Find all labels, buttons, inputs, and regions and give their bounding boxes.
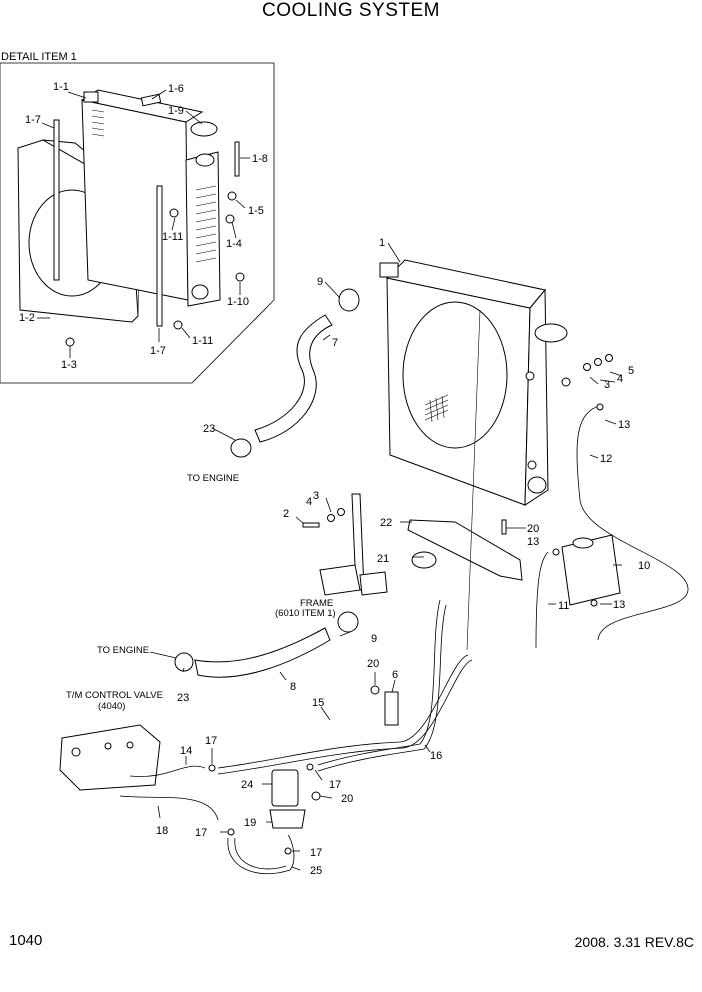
revision-date: 2008. 3.31 REV.8C (574, 934, 694, 950)
callout-19: 19 (244, 817, 256, 829)
page-title: COOLING SYSTEM (261, 0, 441, 21)
callout-12: 12 (600, 453, 612, 465)
detail-label: DETAIL ITEM 1 (1, 51, 77, 63)
callout-8: 8 (290, 681, 296, 693)
note-frame-item: (6010 ITEM 1) (275, 608, 336, 619)
detail-leaders (37, 89, 250, 358)
callout-2: 2 (283, 508, 289, 520)
note-to-engine-upper: TO ENGINE (187, 473, 239, 484)
callout-20-mid: 20 (367, 658, 379, 670)
callout-1-9: 1-9 (168, 105, 184, 117)
detail-radiator-core (80, 89, 204, 301)
callout-3-right: 3 (604, 379, 610, 391)
callout-1-7-lower: 1-7 (150, 345, 166, 357)
callout-5: 5 (628, 365, 634, 377)
callout-17-lower: 17 (310, 847, 322, 859)
callout-1-7-upper: 1-7 (25, 114, 41, 126)
filter-lines (119, 763, 314, 875)
detail-seal-strips (53, 119, 163, 327)
callout-15: 15 (312, 697, 324, 709)
callout-13-mid: 13 (527, 536, 539, 548)
frame-bracket (302, 493, 523, 596)
page-number: 1040 (9, 932, 43, 949)
callout-1-4: 1-4 (226, 238, 242, 250)
callout-4-left: 4 (306, 496, 312, 508)
callout-1-8: 1-8 (252, 153, 268, 165)
upper-hose (230, 288, 360, 458)
tm-control-valve (59, 724, 161, 791)
callout-20-lower: 20 (341, 793, 353, 805)
note-tm-item: (4040) (98, 701, 125, 712)
callout-18: 18 (156, 825, 168, 837)
callout-3-left: 3 (313, 490, 319, 502)
callout-23-upper: 23 (203, 423, 215, 435)
callout-9-upper: 9 (317, 276, 323, 288)
lower-hose (174, 611, 359, 678)
callout-1-5: 1-5 (248, 205, 264, 217)
callout-17-right: 17 (329, 779, 341, 791)
callout-6: 6 (392, 669, 398, 681)
main-leaders (149, 242, 623, 871)
callout-1-11-lower: 1-11 (192, 335, 213, 347)
callout-25: 25 (310, 865, 322, 877)
callout-10: 10 (638, 560, 650, 572)
callout-17-upper: 17 (205, 735, 217, 747)
main-callouts: 1 9 7 23 TO ENGINE 5 4 3 13 12 3 4 2 22 … (66, 237, 650, 877)
detail-callouts: 1-1 1-6 1-9 1-7 1-8 1-5 1-11 1-4 1-10 1-… (19, 81, 268, 371)
callout-1-10: 1-10 (227, 296, 249, 308)
callout-1-1: 1-1 (53, 81, 69, 93)
callout-24: 24 (241, 779, 253, 791)
callout-16: 16 (430, 750, 442, 762)
callout-1-6: 1-6 (168, 83, 184, 95)
callout-22: 22 (380, 517, 392, 529)
callout-1-2: 1-2 (19, 312, 35, 324)
transmission-cooler-lines (217, 309, 481, 775)
radiator-assembly (379, 259, 571, 506)
note-to-engine-lower: TO ENGINE (97, 645, 149, 656)
callout-23-lower: 23 (177, 692, 189, 704)
callout-14: 14 (180, 745, 192, 757)
callout-17-left: 17 (195, 827, 207, 839)
clamp-hardware (311, 685, 399, 801)
coolant-reservoir (535, 403, 689, 649)
callout-13-lower: 13 (613, 599, 625, 611)
callout-7: 7 (332, 337, 338, 349)
note-frame: FRAME (300, 598, 333, 609)
detail-box (0, 62, 275, 384)
callout-4-right: 4 (617, 373, 623, 385)
mount-hardware-right (583, 354, 613, 371)
callout-11: 11 (558, 600, 569, 612)
callout-1: 1 (379, 237, 385, 249)
detail-small-parts (65, 93, 245, 347)
callout-1-3: 1-3 (61, 359, 77, 371)
callout-21: 21 (377, 553, 389, 565)
callout-13-upper: 13 (618, 419, 630, 431)
callout-1-11-upper: 1-11 (162, 231, 183, 243)
callout-20-right: 20 (527, 523, 539, 535)
detail-side-tank (185, 151, 221, 307)
note-tm-control-valve: T/M CONTROL VALVE (66, 690, 163, 701)
callout-9-lower: 9 (371, 633, 377, 645)
